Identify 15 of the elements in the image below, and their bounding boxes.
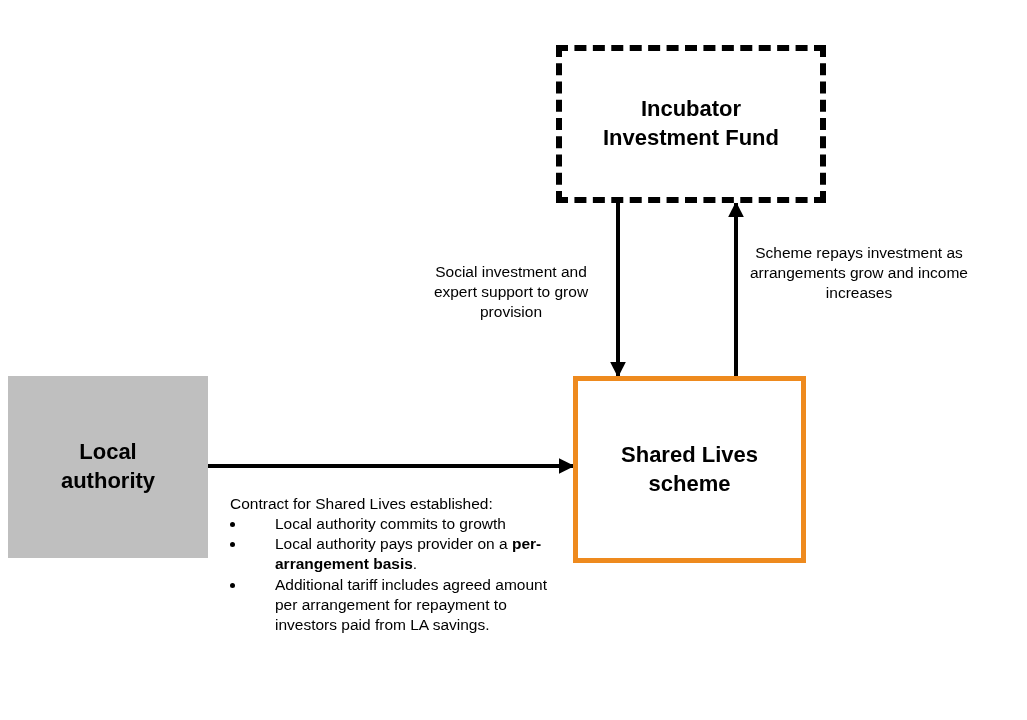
arrow bbox=[610, 203, 626, 378]
process-box bbox=[573, 376, 806, 563]
node-label: Local authority bbox=[59, 438, 157, 495]
edge-label: Scheme repays investment as arrangements grow and income increases bbox=[749, 243, 969, 304]
process-box bbox=[556, 45, 826, 203]
arrow bbox=[208, 458, 575, 474]
node-label: Shared Lives scheme bbox=[620, 440, 759, 498]
edge-label: Social investment and expert support to grow provision bbox=[432, 262, 590, 323]
bullet-text: Local authority commits to growth bbox=[275, 515, 506, 533]
note-heading: Contract for Shared Lives established: bbox=[230, 494, 494, 514]
bullet-text: Local authority pays provider on a per-arrangement basis. bbox=[275, 535, 542, 573]
bullet-text: Additional tariff includes agreed amount per arrangement for repayment to investors paid from LA savings. bbox=[275, 575, 547, 633]
node-label: Incubator Investment Fund bbox=[602, 95, 780, 152]
process-box bbox=[8, 376, 208, 558]
arrow bbox=[728, 201, 744, 376]
